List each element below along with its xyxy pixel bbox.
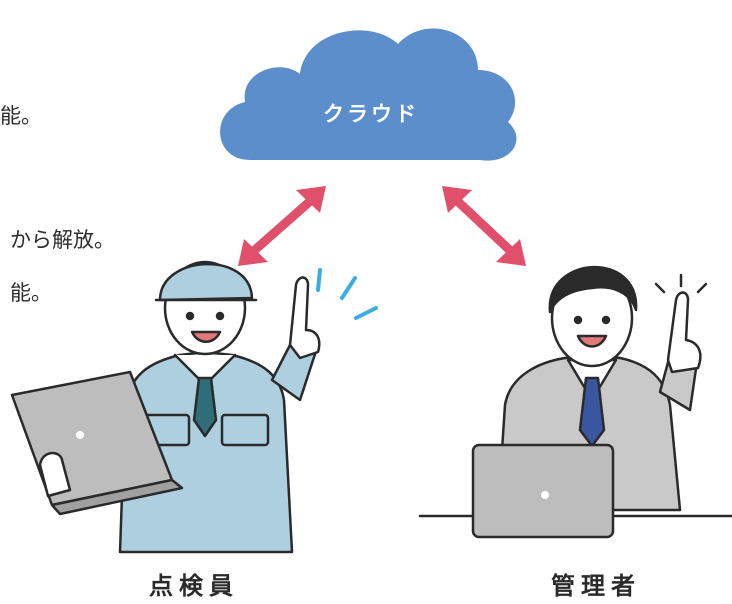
arrow-left bbox=[238, 186, 326, 266]
cloud-label: クラウド bbox=[323, 102, 419, 126]
text-fragment-2: から解放。 bbox=[10, 228, 115, 252]
inspector-label: 点検員 bbox=[149, 572, 239, 600]
text-fragment-1: 能。 bbox=[0, 104, 42, 128]
text-fragment-3: 能。 bbox=[10, 281, 52, 305]
cloud-shape bbox=[220, 28, 517, 161]
excitement-lines bbox=[316, 268, 378, 320]
manager-label: 管理者 bbox=[551, 572, 641, 600]
inspector-illustration bbox=[10, 260, 321, 554]
arrow-right bbox=[442, 186, 526, 266]
manager-illustration bbox=[418, 265, 732, 539]
attention-marks bbox=[654, 273, 708, 294]
